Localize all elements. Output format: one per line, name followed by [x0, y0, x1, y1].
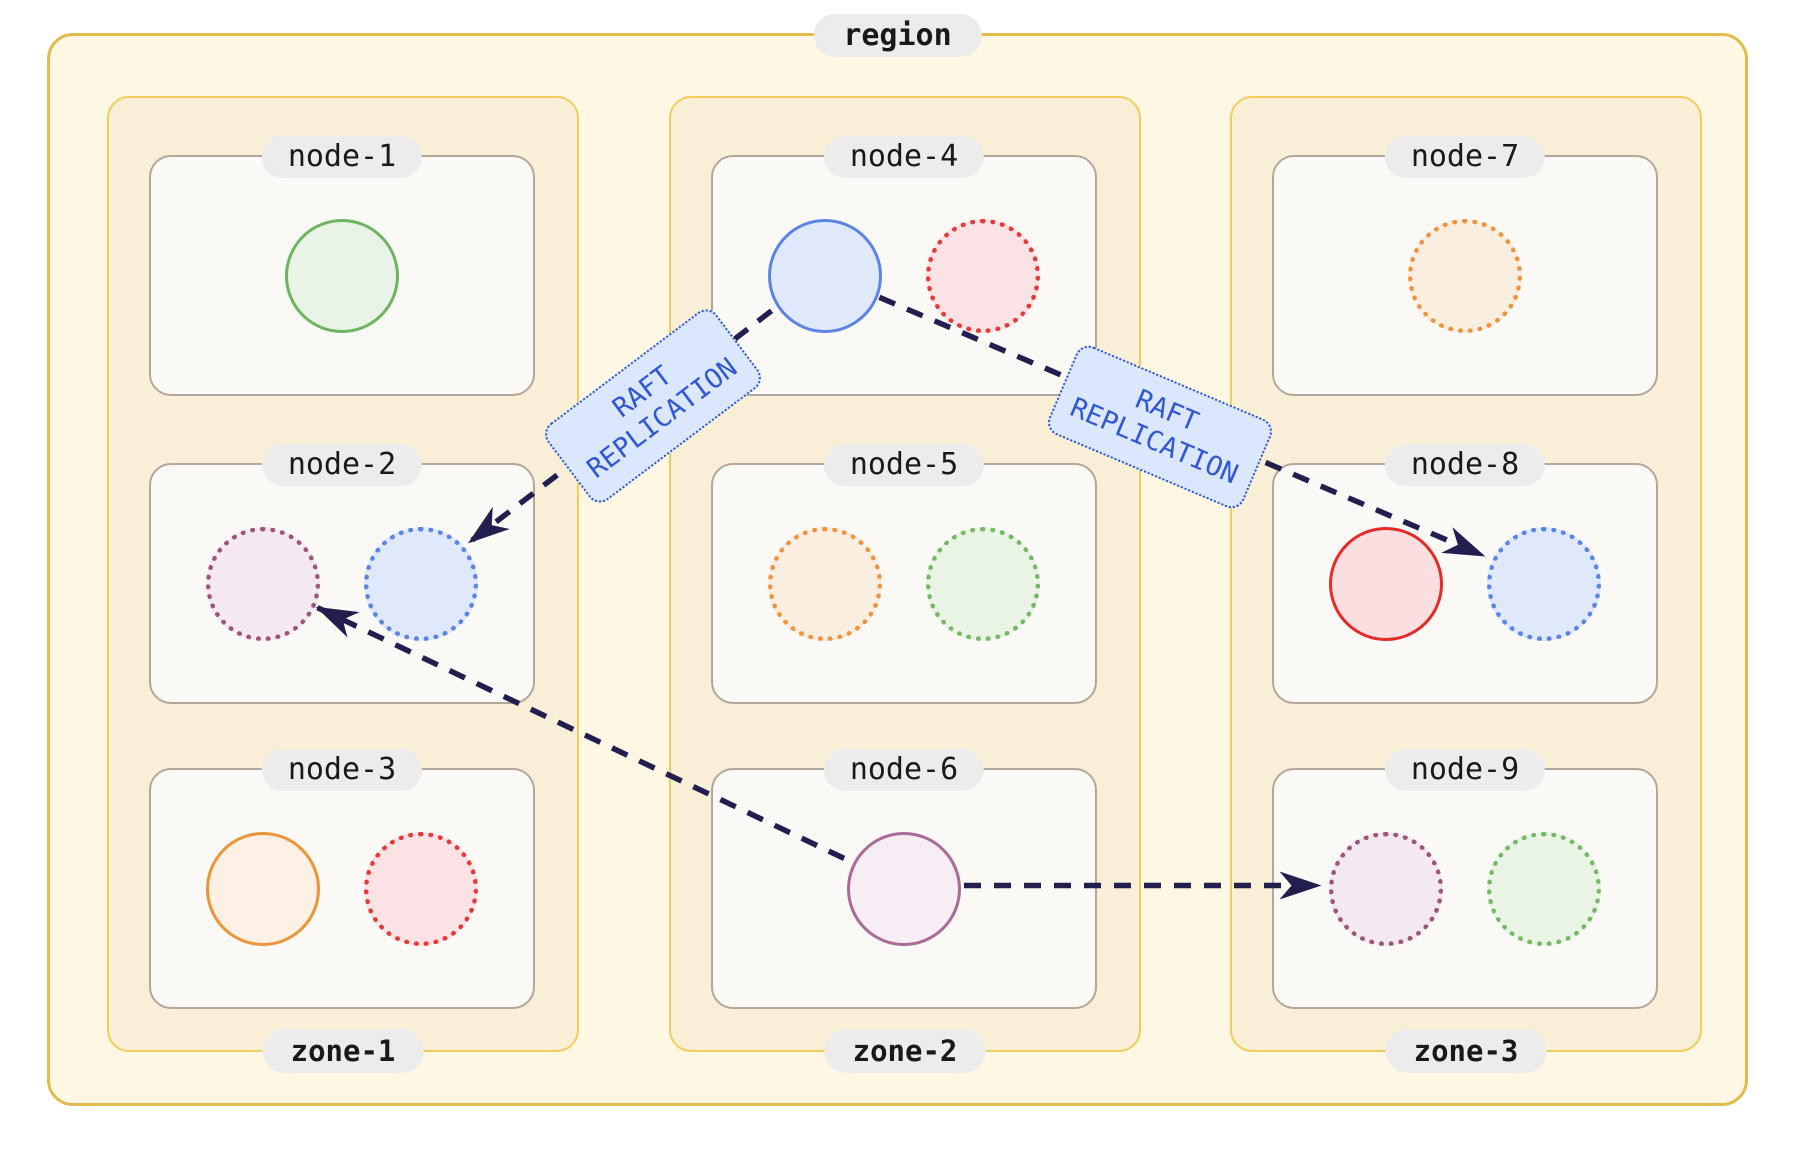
node-2-label: node-2: [261, 444, 423, 486]
node-1-box: node-1: [149, 136, 535, 396]
replica-orange-dotted: [768, 526, 882, 641]
node-3-box: node-3: [149, 749, 535, 1009]
node-6-box: node-6: [711, 749, 1097, 1009]
node-3-replicas: [151, 770, 533, 1007]
replica-green-solid: [285, 218, 399, 333]
node-7-box: node-7: [1272, 136, 1658, 396]
node-9-box: node-9: [1272, 749, 1658, 1009]
node-4-label: node-4: [823, 136, 985, 178]
node-6-replicas: [713, 770, 1095, 1007]
node-4-replicas: [713, 157, 1095, 394]
region-label: region: [813, 14, 982, 57]
node-2-box: node-2: [149, 444, 535, 704]
replica-orange-solid: [206, 831, 320, 946]
node-4-box: node-4: [711, 136, 1097, 396]
node-8-box: node-8: [1272, 444, 1658, 704]
node-9-label: node-9: [1384, 749, 1546, 791]
node-1-replicas: [151, 157, 533, 394]
replica-red-dotted: [926, 218, 1040, 333]
replica-red-dotted: [364, 831, 478, 946]
replica-blue-dotted: [1487, 526, 1601, 641]
replica-purple-solid-leader: [847, 831, 961, 946]
node-1-label: node-1: [261, 136, 423, 178]
zone-1-container: node-1 node-2 node-3 zone-1: [107, 96, 579, 1073]
replica-blue-solid-leader: [768, 218, 882, 333]
node-5-box: node-5: [711, 444, 1097, 704]
node-5-replicas: [713, 465, 1095, 702]
node-7-replicas: [1274, 157, 1656, 394]
node-8-label: node-8: [1384, 444, 1546, 486]
node-7-label: node-7: [1384, 136, 1546, 178]
zone-2-container: node-4 node-5 node-6 zone-2: [669, 96, 1141, 1073]
zone-3-label: zone-3: [1385, 1029, 1547, 1073]
node-5-label: node-5: [823, 444, 985, 486]
node-6-label: node-6: [823, 749, 985, 791]
replica-purple-dotted: [1329, 831, 1443, 946]
replica-green-dotted: [926, 526, 1040, 641]
node-9-replicas: [1274, 770, 1656, 1007]
region-container: region node-1 node-2 node-3 zone-1 node-…: [47, 14, 1748, 1106]
replica-green-dotted: [1487, 831, 1601, 946]
node-2-replicas: [151, 465, 533, 702]
node-8-replicas: [1274, 465, 1656, 702]
zone-2-label: zone-2: [824, 1029, 986, 1073]
zone-3-container: node-7 node-8 node-9 zone-3: [1230, 96, 1702, 1073]
replica-orange-dotted: [1408, 218, 1522, 333]
zone-1-label: zone-1: [262, 1029, 424, 1073]
replica-red-solid: [1329, 526, 1443, 641]
replica-purple-dotted: [206, 526, 320, 641]
replica-blue-dotted: [364, 526, 478, 641]
node-3-label: node-3: [261, 749, 423, 791]
